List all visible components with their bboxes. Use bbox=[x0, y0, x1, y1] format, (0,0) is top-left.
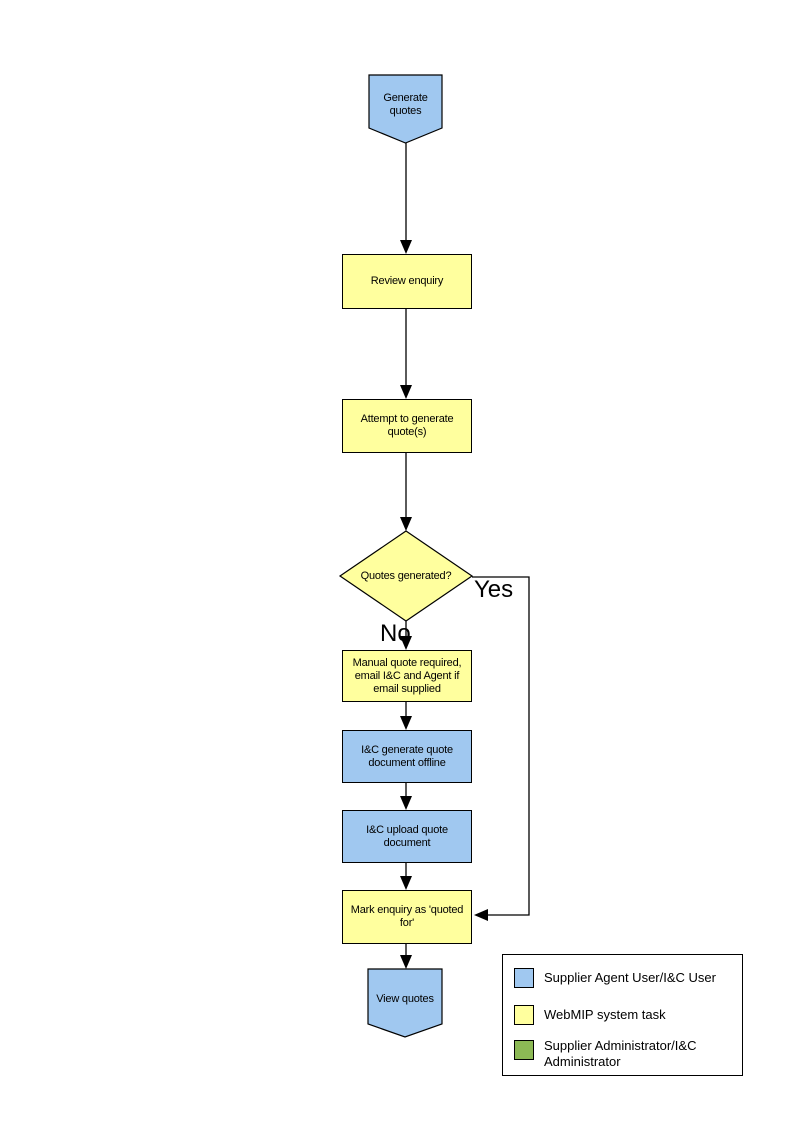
legend-label-supplier-admin: Supplier Administrator/I&C Administrator bbox=[544, 1038, 697, 1069]
attempt-generate-node: Attempt to generate quote(s) bbox=[342, 399, 472, 453]
upload-quote-label: I&C upload quote document bbox=[366, 823, 448, 849]
legend-swatch-webmip-task bbox=[514, 1005, 534, 1025]
legend-swatch-supplier-agent bbox=[514, 968, 534, 988]
no-branch-label: No bbox=[380, 620, 411, 647]
upload-quote-node: I&C upload quote document bbox=[342, 810, 472, 863]
start-node-shape bbox=[368, 74, 443, 144]
mark-quoted-label: Mark enquiry as 'quoted for' bbox=[350, 904, 464, 929]
arrowhead bbox=[400, 385, 412, 399]
review-enquiry-node: Review enquiry bbox=[342, 254, 472, 309]
legend-swatch-supplier-admin bbox=[514, 1040, 534, 1060]
manual-quote-node: Manual quote required, email I&C and Age… bbox=[342, 650, 472, 702]
yes-branch-label: Yes bbox=[474, 576, 514, 603]
mark-quoted-node: Mark enquiry as 'quoted for' bbox=[342, 890, 472, 944]
generate-offline-node: I&C generate quote document offline bbox=[342, 730, 472, 783]
attempt-generate-label: Attempt to generate quote(s) bbox=[360, 413, 454, 438]
end-node-shape bbox=[367, 968, 443, 1038]
arrowhead bbox=[400, 517, 412, 531]
manual-quote-label: Manual quote required, email I&C and Age… bbox=[352, 656, 462, 695]
legend-box: Supplier Agent User/I&C User WebMIP syst… bbox=[502, 954, 743, 1076]
arrowhead bbox=[400, 955, 412, 969]
arrowhead bbox=[400, 716, 412, 730]
arrowhead bbox=[400, 796, 412, 810]
legend-label-supplier-agent: Supplier Agent User/I&C User bbox=[544, 970, 716, 985]
arrowhead-yes bbox=[474, 909, 488, 921]
arrowhead bbox=[400, 240, 412, 254]
legend-label-webmip-task: WebMIP system task bbox=[544, 1007, 666, 1022]
arrowhead bbox=[400, 636, 412, 650]
connector-yes-branch bbox=[472, 576, 530, 916]
review-enquiry-label: Review enquiry bbox=[370, 275, 444, 287]
generate-offline-label: I&C generate quote document offline bbox=[361, 743, 453, 769]
arrowhead bbox=[400, 876, 412, 890]
decision-node-shape bbox=[338, 530, 474, 622]
